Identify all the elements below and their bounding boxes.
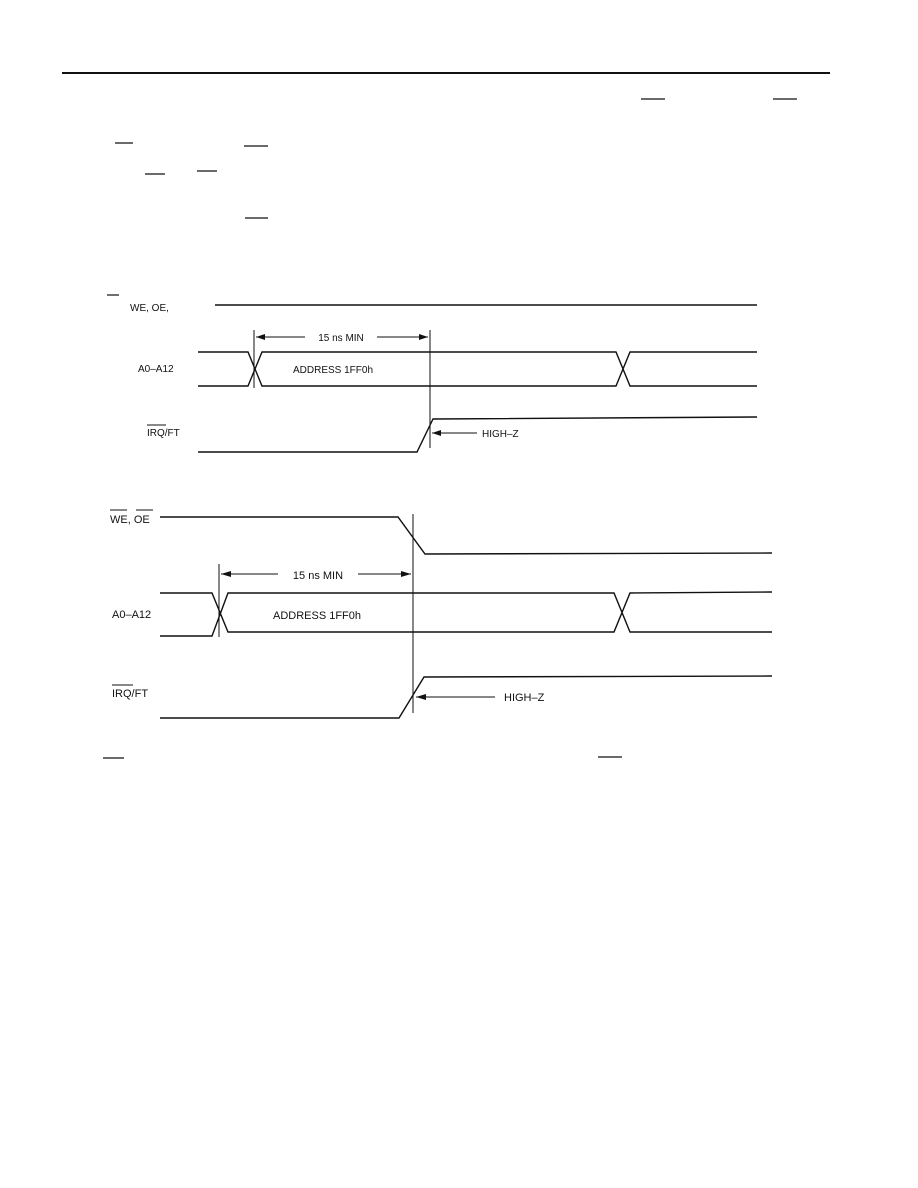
address-bus-waveform: [198, 351, 757, 387]
signal-label-we-oe: WE, OE,: [130, 303, 169, 314]
highz-label: HIGH–Z: [482, 429, 519, 440]
timing-arrowhead-left: [256, 334, 265, 340]
timing-arrowhead-right: [419, 334, 428, 340]
we-oe-waveform: [160, 516, 773, 555]
timing-label: 15 ns MIN: [318, 333, 364, 344]
address-bus-waveform: [160, 591, 773, 637]
irq-waveform: [198, 416, 758, 453]
highz-label: HIGH–Z: [504, 692, 545, 704]
timing-diagram-bottom: WE, OE 15 ns MIN A0–A12 ADDRESS 1FF0h IR…: [110, 509, 773, 719]
timing-label: 15 ns MIN: [293, 570, 343, 582]
timing-arrowhead-left: [221, 571, 231, 577]
address-label: ADDRESS 1FF0h: [273, 610, 361, 622]
signal-label-irq-ft: IRQ/FT: [112, 688, 148, 700]
signal-label-irq-ft: IRQ/FT: [147, 428, 180, 439]
signal-label-address: A0–A12: [112, 609, 151, 621]
address-label: ADDRESS 1FF0h: [293, 365, 373, 376]
signal-label-we-oe: WE, OE: [110, 514, 150, 526]
faded-paragraph-marks: [103, 98, 797, 759]
irq-waveform: [160, 675, 773, 719]
highz-arrowhead: [416, 694, 426, 700]
timing-diagram-top: WE, OE, 15 ns MIN A0–A12 ADDRESS 1FF0h I…: [130, 303, 758, 453]
timing-arrowhead-right: [401, 571, 411, 577]
highz-arrowhead: [432, 430, 441, 436]
signal-label-address: A0–A12: [138, 364, 174, 375]
